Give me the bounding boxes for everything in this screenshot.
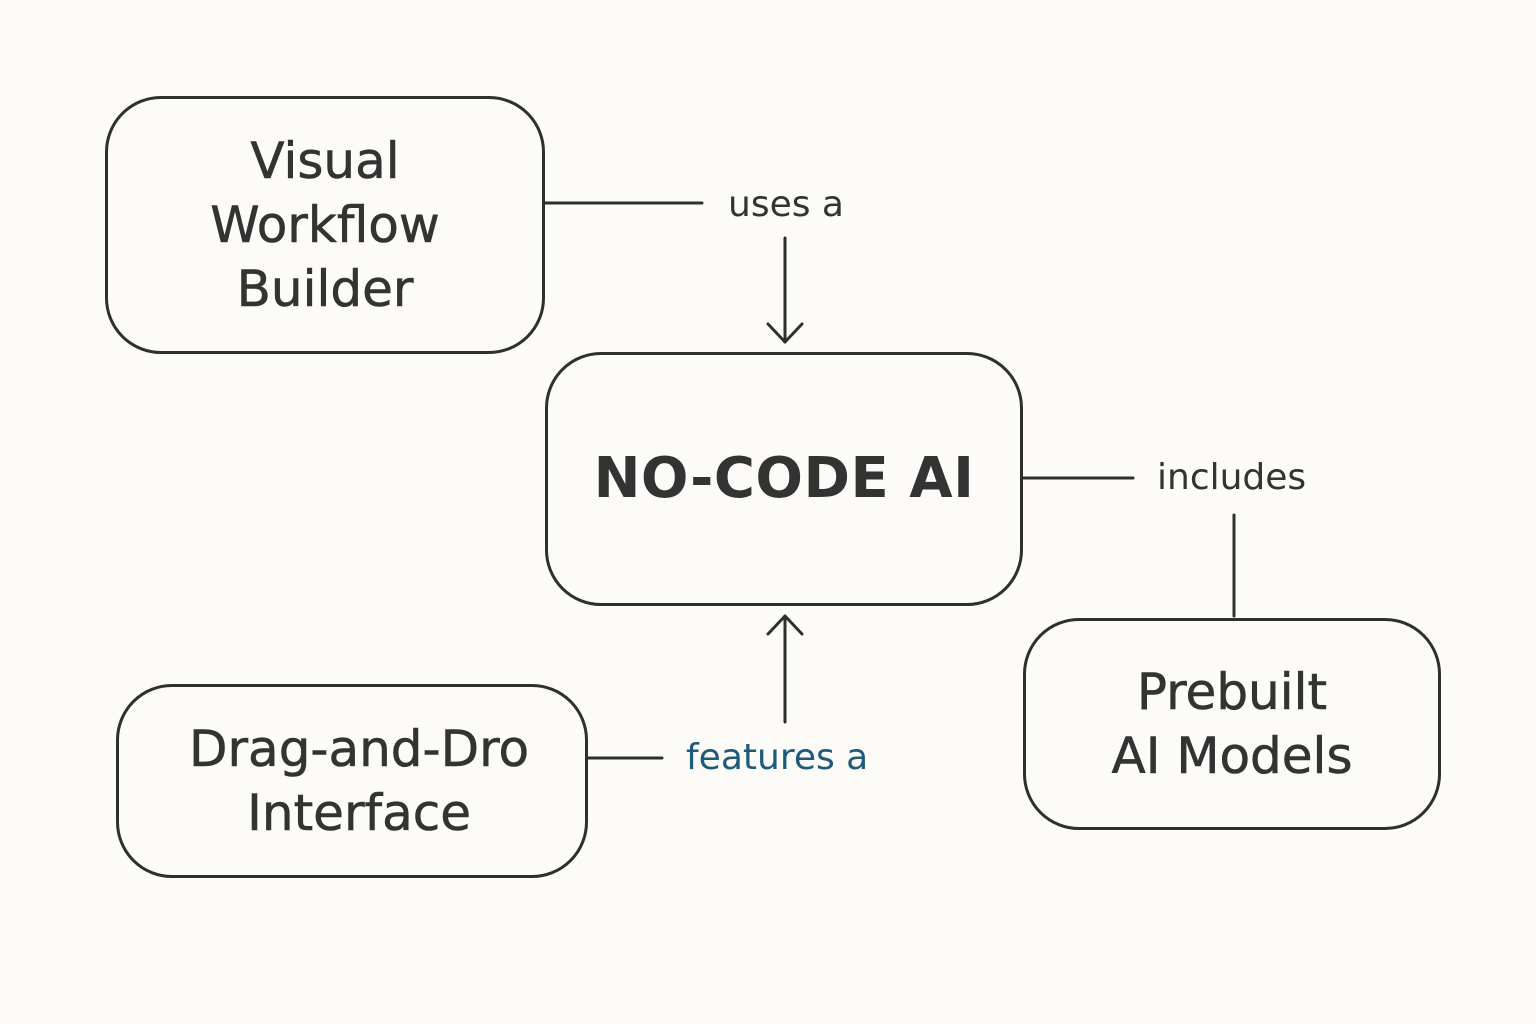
node-prebuilt-ai-models: Prebuilt AI Models <box>1023 618 1441 830</box>
node-visual-workflow-builder-label: Visual Workflow Builder <box>210 132 440 319</box>
edge-label-uses: uses a <box>728 184 844 225</box>
node-no-code-ai-label: NO-CODE AI <box>593 446 975 511</box>
node-visual-workflow-builder: Visual Workflow Builder <box>105 96 545 354</box>
node-prebuilt-ai-models-label: Prebuilt AI Models <box>1111 663 1353 786</box>
arrow-features-head <box>766 614 804 636</box>
node-no-code-ai: NO-CODE AI <box>545 352 1023 606</box>
node-drag-and-drop-interface-label: Drag-and-Dro Interface <box>189 720 530 843</box>
edge-label-includes: includes <box>1157 457 1307 498</box>
arrow-uses-head <box>766 322 804 344</box>
edge-label-features: features a <box>686 737 869 778</box>
node-drag-and-drop-interface: Drag-and-Dro Interface <box>116 684 588 878</box>
